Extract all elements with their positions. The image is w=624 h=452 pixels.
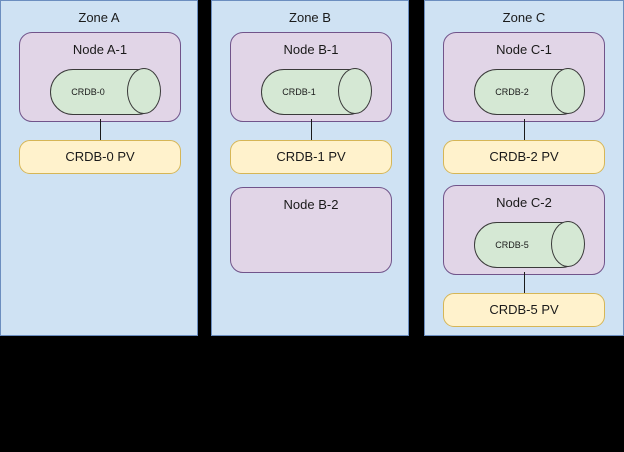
database-cylinder-crdb-0[interactable]: CRDB-0 [50, 68, 161, 115]
cylinder-end-cap [551, 221, 585, 267]
database-cylinder-crdb-5[interactable]: CRDB-5 [474, 221, 585, 268]
crdb-1-label: CRDB-1 [282, 87, 316, 97]
zone-panel-a[interactable]: Zone A Node A-1 CRDB-0 CRDB-0 PV [0, 0, 198, 336]
crdb-2-label: CRDB-2 [495, 87, 529, 97]
database-cylinder-crdb-2[interactable]: CRDB-2 [474, 68, 585, 115]
cylinder-end-cap [551, 68, 585, 114]
node-box-b-2[interactable]: Node B-2 [230, 187, 392, 273]
connector-node-c2-to-crdb5-pv [524, 272, 525, 294]
node-box-a-1[interactable]: Node A-1 CRDB-0 [19, 32, 181, 122]
crdb-0-label: CRDB-0 [71, 87, 105, 97]
connector-node-c1-to-crdb2-pv [524, 119, 525, 141]
zone-b-title: Zone B [289, 10, 331, 25]
cylinder-end-cap [127, 68, 161, 114]
pv-box-crdb-2[interactable]: CRDB-2 PV [443, 140, 605, 174]
pv-box-crdb-1[interactable]: CRDB-1 PV [230, 140, 392, 174]
pv-box-crdb-0[interactable]: CRDB-0 PV [19, 140, 181, 174]
node-a-1-label: Node A-1 [72, 42, 128, 57]
node-b-2-label: Node B-2 [283, 197, 339, 212]
crdb-1-pv-label: CRDB-1 PV [276, 149, 346, 164]
zone-a-title: Zone A [78, 10, 120, 25]
node-box-c-2[interactable]: Node C-2 CRDB-5 [443, 185, 605, 275]
node-c-1-label: Node C-1 [496, 42, 552, 57]
crdb-0-pv-label: CRDB-0 PV [65, 149, 135, 164]
node-b-1-label: Node B-1 [283, 42, 339, 57]
database-cylinder-crdb-1[interactable]: CRDB-1 [261, 68, 372, 115]
connector-node-a1-to-crdb0-pv [100, 119, 101, 141]
pv-box-crdb-5[interactable]: CRDB-5 PV [443, 293, 605, 327]
zone-panel-c[interactable]: Zone C Node C-1 CRDB-2 CRDB-2 PV Node C-… [424, 0, 624, 336]
crdb-2-pv-label: CRDB-2 PV [489, 149, 559, 164]
node-box-c-1[interactable]: Node C-1 CRDB-2 [443, 32, 605, 122]
zone-panel-b[interactable]: Zone B Node B-1 CRDB-1 CRDB-1 PV Node B-… [211, 0, 409, 336]
connector-node-b1-to-crdb1-pv [311, 119, 312, 141]
zone-c-title: Zone C [502, 10, 546, 25]
node-box-b-1[interactable]: Node B-1 CRDB-1 [230, 32, 392, 122]
crdb-5-label: CRDB-5 [495, 240, 529, 250]
cylinder-end-cap [338, 68, 372, 114]
node-c-2-label: Node C-2 [496, 195, 552, 210]
crdb-5-pv-label: CRDB-5 PV [489, 302, 559, 317]
